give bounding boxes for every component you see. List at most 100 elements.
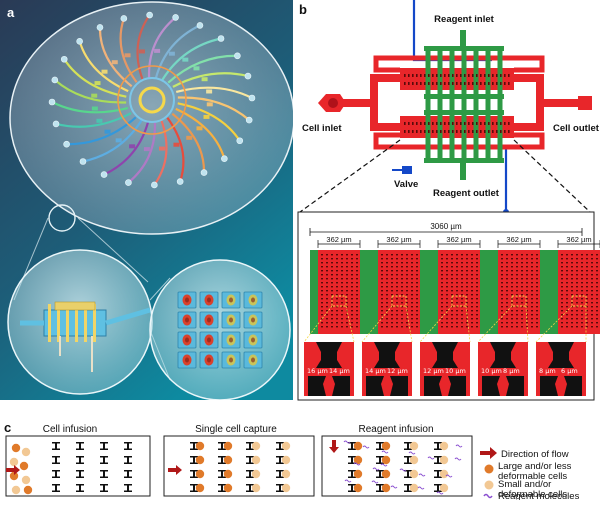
channel-port — [217, 35, 225, 42]
zoom-circle-small — [48, 204, 76, 232]
cell-outlet-label: Cell outlet — [553, 123, 600, 134]
channel-chamber — [168, 51, 175, 56]
reagent-molecule — [418, 473, 426, 477]
trap-post — [76, 470, 84, 478]
channel-port — [151, 181, 158, 189]
trap-post — [348, 456, 356, 464]
radial-channel — [98, 27, 133, 88]
cell — [195, 455, 205, 465]
cell — [409, 469, 419, 479]
trap-post — [100, 456, 108, 464]
cell — [9, 457, 19, 467]
trap-segment — [498, 250, 540, 334]
cell — [9, 471, 19, 481]
title-cell-infusion: Cell infusion — [43, 424, 97, 435]
radial-channel — [147, 16, 177, 79]
trap-post — [404, 484, 412, 492]
channel-port — [244, 72, 252, 80]
valve-label: Valve — [394, 179, 418, 190]
legend-flow-text: Direction of flow — [501, 449, 569, 460]
trap-post — [52, 456, 60, 464]
cell — [251, 483, 261, 493]
channel-port — [100, 171, 108, 178]
panel-b: b Reagent inlet Cell inlet Cell outlet — [296, 0, 600, 405]
cell — [439, 469, 449, 479]
channel-chamber — [203, 114, 210, 119]
reagent-molecule — [390, 485, 398, 489]
title-reagent-infusion: Reagent infusion — [358, 424, 433, 435]
trap-post — [348, 470, 356, 478]
channel-port — [196, 22, 204, 29]
reagent-channel-grid — [424, 30, 504, 180]
gap-label-left: 12 µm — [423, 367, 444, 375]
channel-chamber — [124, 53, 131, 58]
radial-channel — [78, 41, 129, 93]
cell — [21, 447, 31, 457]
radial-channel — [127, 121, 157, 184]
reagent-molecule — [399, 468, 407, 472]
valve-symbol — [402, 166, 412, 174]
cell — [353, 441, 363, 451]
total-width-label: 3060 µm — [430, 222, 462, 231]
trap-post — [100, 470, 108, 478]
cell — [439, 455, 449, 465]
channel-port — [60, 55, 68, 63]
trap-post — [190, 442, 198, 450]
cell — [19, 461, 29, 471]
trap-post — [190, 456, 198, 464]
cell — [23, 485, 33, 495]
channel-chamber — [111, 60, 118, 65]
legend-large-cell-icon — [484, 464, 494, 474]
channel-chamber — [101, 69, 108, 74]
cell — [381, 483, 391, 493]
radial-channel — [119, 18, 138, 83]
gap-label-left: 16 µm — [307, 367, 328, 375]
channel-chamber — [186, 135, 193, 140]
reagent-outlet-label: Reagent outlet — [433, 188, 500, 199]
trap-post — [124, 470, 132, 478]
channel-port — [79, 158, 87, 165]
channel-port — [176, 178, 184, 185]
trap-post — [76, 456, 84, 464]
cell — [223, 469, 233, 479]
radial-channel — [136, 14, 151, 80]
cell — [251, 469, 261, 479]
trap-post — [218, 484, 226, 492]
gap-label-left: 8 µm — [539, 367, 556, 375]
channel-chamber — [143, 147, 150, 152]
channel-port — [63, 140, 70, 148]
cell — [223, 441, 233, 451]
chip-disc — [9, 1, 293, 235]
channel-chamber — [193, 66, 200, 71]
trap-post — [190, 470, 198, 478]
cell — [251, 455, 261, 465]
trap-post — [124, 484, 132, 492]
trap-post — [376, 470, 384, 478]
radial-channel — [103, 121, 150, 176]
trap-post — [76, 484, 84, 492]
trap-post — [124, 442, 132, 450]
trap-post — [376, 456, 384, 464]
channel-chamber — [94, 81, 101, 86]
radial-channel — [171, 112, 206, 173]
cell — [353, 483, 363, 493]
cell — [409, 455, 419, 465]
radial-channel — [55, 112, 132, 128]
channel-port — [51, 76, 59, 84]
panel-c-diagram: c Cell infusion Single cell capture Reag… — [4, 420, 580, 502]
channel-port — [76, 38, 83, 45]
cell-inlet-label: Cell inlet — [302, 123, 342, 134]
gap-label-left: 10 µm — [481, 367, 502, 375]
reagent-molecule — [343, 440, 351, 444]
trap-segment — [558, 250, 600, 334]
cell — [353, 469, 363, 479]
reagent-molecule — [353, 462, 361, 466]
flow-arrow-icon — [6, 465, 20, 475]
reagent-molecule — [372, 467, 380, 471]
channel-port — [200, 169, 208, 176]
segment-width-label: 362 µm — [566, 235, 591, 244]
channel-port — [125, 179, 132, 186]
cell — [11, 485, 21, 495]
flow-arrow-icon — [168, 465, 182, 475]
cell — [439, 441, 449, 451]
